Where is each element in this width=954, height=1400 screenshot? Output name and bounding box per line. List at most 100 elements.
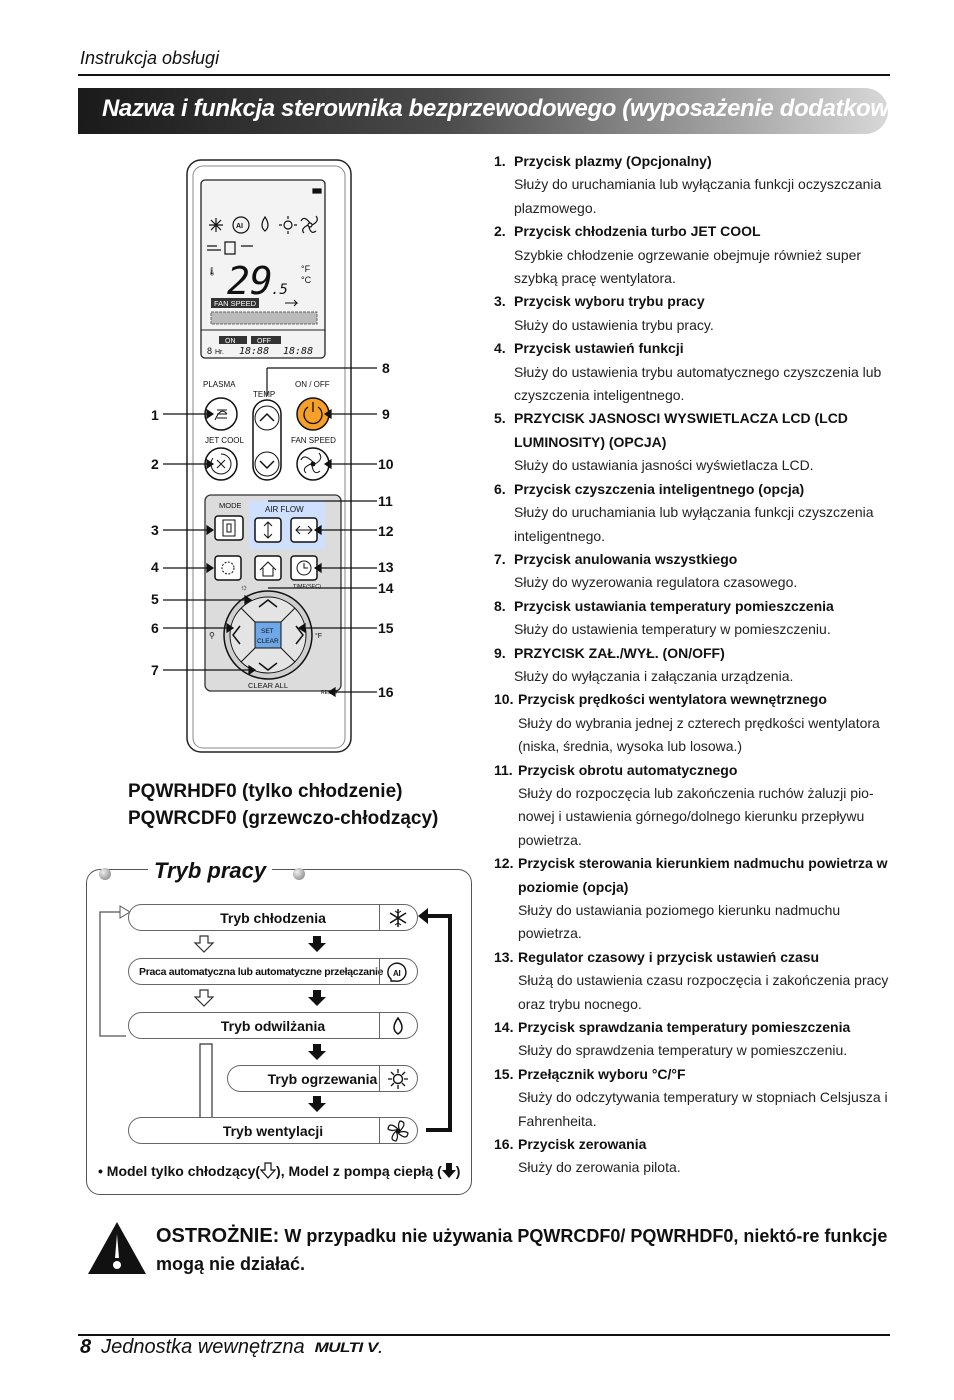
- function-item: 1. Przycisk plazmy (Opcjonalny) Służy do u…: [494, 150, 894, 220]
- function-item: 6.Przycisk czyszczenia inteligentnego (o…: [494, 478, 894, 548]
- lcd-unit-f: °F: [301, 264, 311, 274]
- function-item-number: 8.: [494, 597, 506, 614]
- function-item-description: Służy do rozpoczęcia lub zakończenia ruc…: [518, 784, 874, 848]
- operating-modes-title: Tryb pracy: [148, 858, 273, 884]
- function-item-heading: Przycisk plazmy (Opcjonalny): [514, 153, 712, 169]
- svg-text:13: 13: [378, 559, 394, 575]
- svg-text:AI: AI: [393, 969, 400, 978]
- function-item-title: 7.Przycisk anulowania wszystkiego: [494, 548, 894, 571]
- function-item-number: 9.: [494, 644, 506, 661]
- svg-text:1: 1: [151, 407, 159, 423]
- caution-label: OSTROŻNIE:: [156, 1225, 280, 1247]
- function-item-title: 11.Przycisk obrotu automatycznego: [494, 759, 894, 782]
- warning-icon: [88, 1222, 146, 1274]
- mode-auto: Praca automatyczna lub automatyczne prze…: [128, 958, 418, 985]
- function-item-number: 2.: [494, 223, 506, 240]
- function-item-heading: Przycisk anulowania wszystkiego: [514, 550, 738, 567]
- svg-text:16: 16: [378, 684, 394, 700]
- drop-icon: [379, 1012, 415, 1039]
- operating-modes-box: [86, 869, 472, 1195]
- hollow-arrow-icon: [259, 1162, 277, 1179]
- mode-dry: Tryb odwilżania: [128, 1012, 418, 1039]
- remote-control-illustration: AI 🌡 29 .5 °F °C FAN SPEED ON OFF 8 Hr. …: [145, 158, 415, 758]
- function-item-heading: Przycisk prędkości wentylatora wewnętrzn…: [518, 691, 827, 708]
- lcd-temp-value: 29: [227, 259, 273, 303]
- function-item: 5.PRZYCISK JASNOSCI WYSWIETLACZA LCD (LC…: [494, 407, 894, 477]
- function-item-description: Służy do uruchamiania lub wyłączania fun…: [514, 504, 874, 544]
- svg-text:6: 6: [151, 620, 159, 636]
- section-banner: Nazwa i funkcja sterownika bezprzewodowe…: [78, 88, 910, 134]
- function-item-description: Służy do ustawienia trybu automatycznego…: [514, 363, 882, 404]
- function-item: 14.Przycisk sprawdzania temperatury pomi…: [494, 1016, 894, 1063]
- model-names: PQWRHDF0 (tylko chłodzenie) PQWRCDF0 (gr…: [128, 778, 438, 832]
- caution-text: OSTROŻNIE: W przypadku nie używania PQWR…: [156, 1222, 896, 1278]
- function-item-heading: Przycisk zerowania: [518, 1136, 647, 1153]
- function-item: 10.Przycisk prędkości wentylatora wewnęt…: [494, 688, 894, 758]
- svg-text:AI: AI: [236, 223, 243, 230]
- function-item-number: 11.: [494, 761, 513, 778]
- function-item-title: 9. PRZYCISK ZAŁ./WYŁ. (ON/OFF): [494, 642, 894, 665]
- function-item-title: 5.PRZYCISK JASNOSCI WYSWIETLACZA LCD (LC…: [494, 407, 894, 454]
- lcd-fan-speed: FAN SPEED: [214, 299, 257, 308]
- svg-text:8: 8: [207, 346, 212, 356]
- footer-rule: [78, 1334, 890, 1336]
- solid-arrow-icon: [441, 1163, 456, 1178]
- bullet-dot-left: [99, 868, 111, 880]
- function-item-title: 15.Przełącznik wyboru °C/°F: [494, 1063, 894, 1086]
- function-item-number: 6.: [494, 480, 506, 497]
- function-item-number: 13.: [494, 948, 514, 965]
- function-item-description: Służy do ustawiania jasności wyświetlacz…: [514, 457, 814, 474]
- function-list: 1. Przycisk plazmy (Opcjonalny) Służy do u…: [494, 150, 894, 1180]
- svg-text:10: 10: [378, 456, 394, 472]
- mode-heating: Tryb ogrzewania: [227, 1065, 418, 1092]
- svg-text:3: 3: [151, 522, 159, 538]
- function-item-description: Służy do odczytywania temperatury w stop…: [518, 1089, 888, 1129]
- function-item-title: 2. Przycisk chłodzenia turbo JET COOL: [494, 220, 894, 243]
- mode-button: [214, 515, 244, 541]
- function-item-description: Służy do uruchamiania lub wyłączania fun…: [514, 176, 882, 216]
- header-rule: [78, 74, 890, 76]
- caution-message: W przypadku nie używania PQWRCDF0/ PQWRH…: [156, 1226, 888, 1274]
- function-item-heading: Przycisk sprawdzania temperatury pomiesz…: [518, 1019, 851, 1036]
- document-header: Instrukcja obsługi: [80, 48, 220, 68]
- function-item-heading: Przycisk chłodzenia turbo JET COOL: [514, 223, 761, 240]
- model-cooling-only: PQWRHDF0 (tylko chłodzenie): [128, 781, 403, 802]
- function-item-title: 4.Przycisk ustawień funkcji: [494, 337, 894, 360]
- function-item-title: 10.Przycisk prędkości wentylatora wewnęt…: [494, 688, 894, 711]
- svg-text:2: 2: [151, 456, 159, 472]
- svg-text:12: 12: [378, 523, 394, 539]
- svg-text:JET COOL: JET COOL: [205, 436, 245, 445]
- lcd-icons: AI: [207, 188, 322, 255]
- svg-text:PLASMA: PLASMA: [203, 380, 236, 389]
- svg-text:RESET: RESET: [321, 690, 338, 696]
- lcd-unit-c: °C: [301, 275, 312, 285]
- svg-text:8: 8: [382, 360, 390, 376]
- function-item-title: 8.Przycisk ustawiania temperatury pomies…: [494, 595, 894, 618]
- function-setting-button: [214, 555, 242, 581]
- svg-text:MODE: MODE: [219, 501, 242, 510]
- function-item-heading: Przycisk sterowania kierunkiem nadmuchu …: [518, 855, 888, 895]
- sun-icon: [379, 1065, 415, 1092]
- svg-text:°F: °F: [315, 632, 322, 640]
- svg-text:AIR FLOW: AIR FLOW: [265, 505, 304, 514]
- function-item: 13.Regulator czasowy i przycisk ustawień…: [494, 946, 894, 1016]
- function-item-number: 4.: [494, 340, 506, 357]
- function-item-heading: PRZYCISK JASNOSCI WYSWIETLACZA LCD (LCD …: [514, 410, 848, 450]
- lcd-temperature: 🌡 29 .5 °F °C: [207, 259, 312, 303]
- page-number: 8: [80, 1336, 92, 1358]
- function-item-number: 1.: [494, 153, 506, 169]
- svg-text:14: 14: [378, 580, 394, 596]
- function-item-heading: PRZYCISK ZAŁ./WYŁ. (ON/OFF): [514, 644, 725, 661]
- function-item-description: Służą do ustawienia czasu rozpoczęcia i …: [518, 972, 889, 1012]
- function-item: 15.Przełącznik wyboru °C/°F Służy do odcz…: [494, 1063, 894, 1133]
- function-item-description: Służy do wybrania jednej z czterech pręd…: [518, 714, 880, 755]
- model-heat-pump: PQWRCDF0 (grzewczo-chłodzący): [128, 808, 439, 829]
- svg-text:OFF: OFF: [257, 338, 271, 345]
- function-item-description: Służy do zerowania pilota.: [518, 1159, 681, 1176]
- svg-text:4: 4: [151, 559, 159, 575]
- svg-text:CLEAR ALL: CLEAR ALL: [248, 681, 288, 690]
- function-item: 9.PRZYCISK ZAŁ./WYŁ. (ON/OFF)Służy do wy…: [494, 642, 894, 689]
